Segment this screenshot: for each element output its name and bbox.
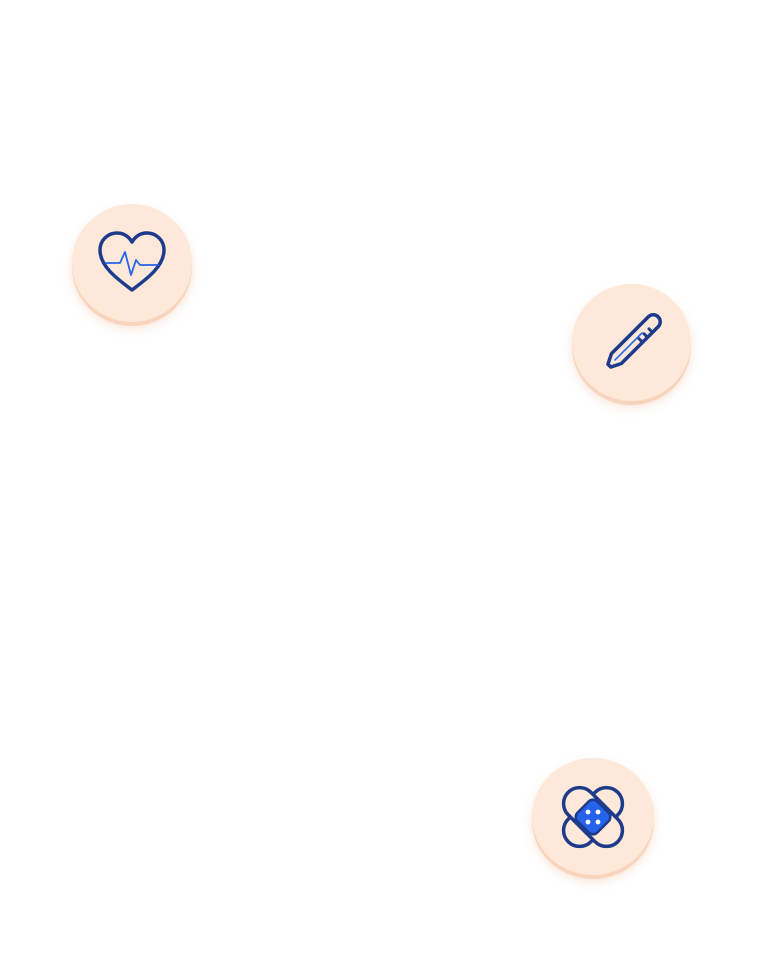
heart-pulse-icon bbox=[98, 231, 166, 292]
bandage-icon bbox=[561, 785, 625, 848]
thermometer-icon bbox=[605, 312, 662, 369]
thermometer-badge bbox=[572, 284, 691, 401]
heart-pulse-badge bbox=[72, 204, 192, 322]
bandage-badge bbox=[532, 758, 654, 875]
